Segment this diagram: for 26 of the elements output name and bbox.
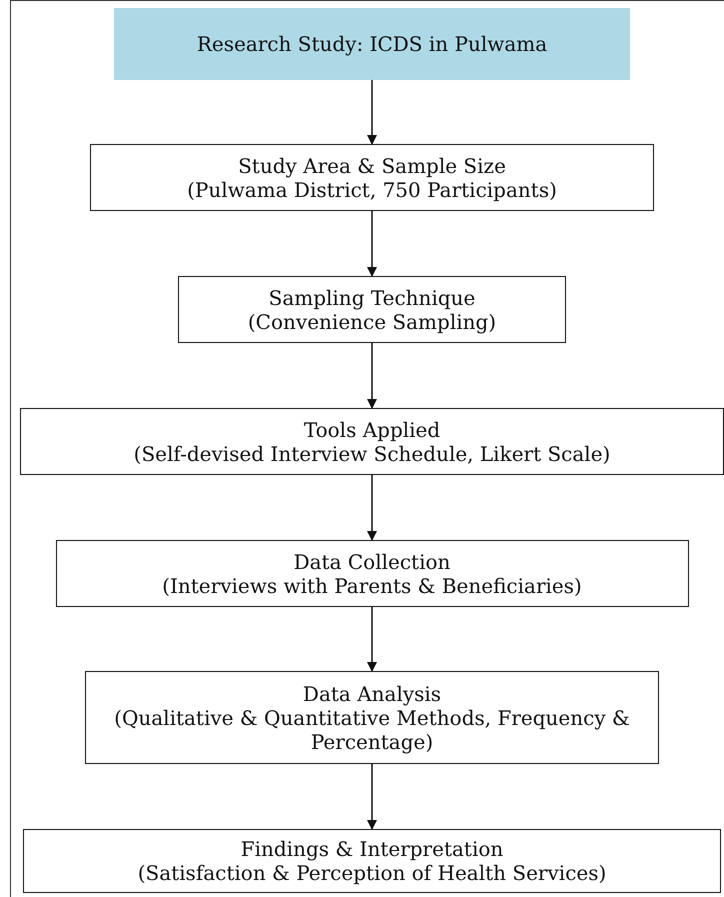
process-box	[23, 829, 721, 893]
box-heading: Data Collection	[294, 550, 450, 574]
box-heading: Research Study: ICDS in Pulwama	[196, 32, 548, 56]
arrow	[367, 211, 377, 277]
arrow	[367, 80, 377, 145]
box-detail: (Qualitative & Quantitative Methods, Frequency & Percentage)	[113, 706, 631, 754]
process-box	[90, 144, 654, 211]
arrow	[367, 607, 377, 672]
box-heading: Data Analysis	[302, 682, 442, 706]
box-detail: (Self-devised Interview Schedule, Likert Scale)	[134, 442, 610, 466]
process-box	[178, 276, 566, 343]
arrow	[367, 343, 377, 409]
box-heading: Tools Applied	[304, 418, 440, 442]
box-heading: Sampling Technique	[268, 286, 476, 310]
arrow	[367, 764, 377, 830]
title-box	[114, 8, 630, 80]
arrow	[367, 475, 377, 541]
box-detail: (Satisfaction & Perception of Health Services)	[138, 861, 606, 885]
box-detail: (Convenience Sampling)	[248, 310, 496, 334]
process-box	[85, 671, 659, 764]
box-heading: Study Area & Sample Size	[238, 154, 506, 178]
box-detail: (Interviews with Parents & Beneficiaries)	[162, 574, 582, 598]
box-detail: (Pulwama District, 750 Participants)	[187, 178, 557, 202]
process-box	[20, 408, 724, 475]
process-box	[56, 540, 688, 607]
box-heading: Findings & Interpretation	[240, 837, 504, 861]
